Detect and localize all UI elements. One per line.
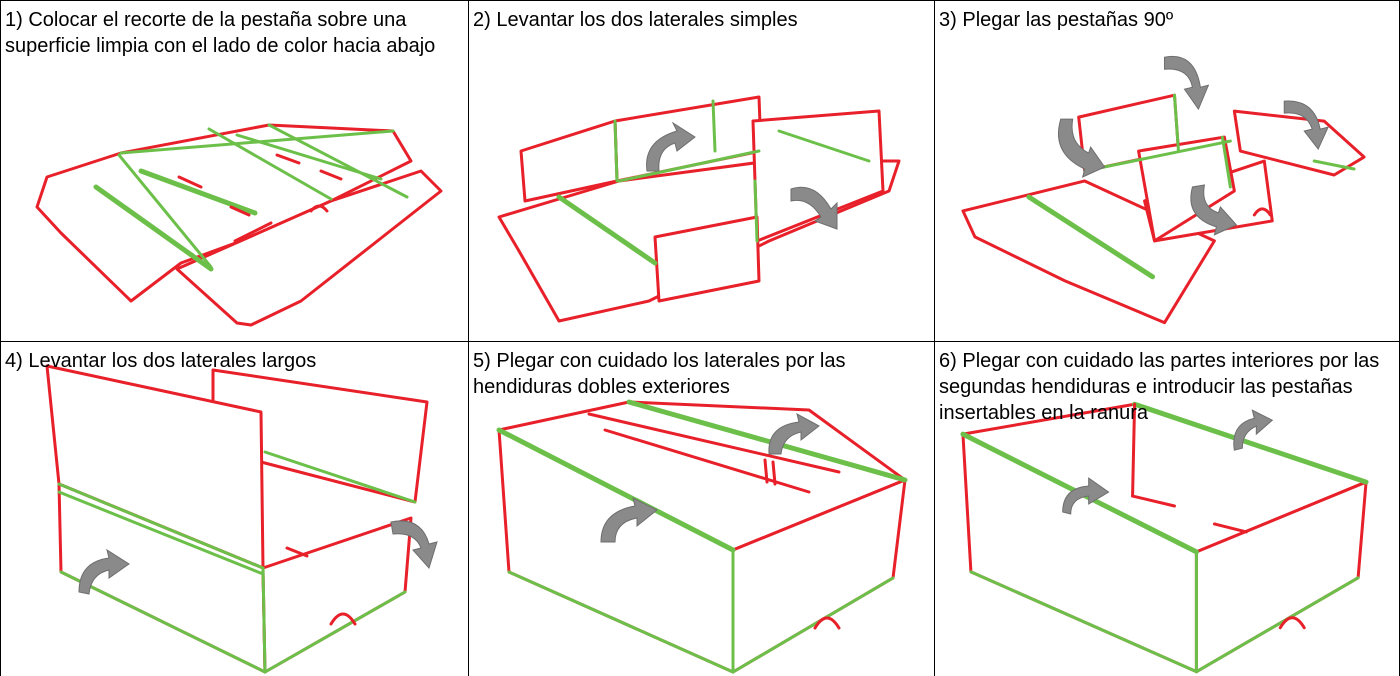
step-5-number: 5) — [473, 350, 491, 372]
step-4-text: Levantar los dos laterales largos — [28, 350, 317, 372]
step-5-arrow-1-icon — [600, 497, 658, 543]
step-6-text: Plegar con cuidado las partes interiores… — [939, 350, 1380, 424]
step-3-arrow-3-icon — [1283, 100, 1330, 151]
step-2-arrow-2-icon — [790, 186, 838, 230]
step-6-arrow-2-icon — [1233, 409, 1274, 451]
grid-border-top — [0, 0, 1400, 1]
step-4-illustration — [45, 364, 438, 674]
grid-border-left — [0, 0, 1, 676]
step-1-panel: 1) Colocar el recorte de la pestaña sobr… — [1, 1, 468, 341]
step-5-arrow-2-icon — [768, 413, 820, 455]
step-6-number: 6) — [939, 350, 957, 372]
step-2-text: Levantar los dos laterales simples — [496, 9, 798, 31]
step-6-arrow-1-icon — [1062, 477, 1110, 515]
step-3-panel: 3) Plegar las pestañas 90º — [935, 1, 1399, 341]
step-5-caption: 5) Plegar con cuidado los laterales por … — [473, 348, 930, 400]
step-3-caption: 3) Plegar las pestañas 90º — [939, 7, 1395, 33]
step-3-number: 3) — [939, 9, 957, 31]
grid-divider-1 — [468, 0, 469, 676]
step-3-illustration — [961, 55, 1366, 325]
step-2-arrow-1-icon — [646, 121, 696, 172]
step-6-illustration — [960, 401, 1369, 674]
step-3-arrow-4-icon — [1190, 184, 1238, 236]
step-4-caption: 4) Levantar los dos laterales largos — [5, 348, 464, 374]
step-2-panel: 2) Levantar los dos laterales simples — [469, 1, 934, 341]
step-5-illustration — [496, 399, 908, 674]
grid-divider-2 — [934, 0, 935, 676]
step-2-caption: 2) Levantar los dos laterales simples — [473, 7, 930, 33]
step-4-arrow-2-icon — [390, 520, 438, 569]
step-2-number: 2) — [473, 9, 491, 31]
step-2-illustration — [497, 95, 901, 323]
step-1-text: Colocar el recorte de la pestaña sobre u… — [5, 9, 436, 57]
step-5-text: Plegar con cuidado los laterales por las… — [473, 350, 846, 398]
step-1-caption: 1) Colocar el recorte de la pestaña sobr… — [5, 7, 464, 59]
step-4-number: 4) — [5, 350, 23, 372]
step-3-arrow-1-icon — [1164, 55, 1210, 111]
step-4-panel: 4) Levantar los dos laterales largos — [1, 342, 468, 676]
step-3-arrow-2-icon — [1057, 118, 1106, 178]
step-1-number: 1) — [5, 9, 23, 31]
step-4-arrow-1-icon — [78, 548, 130, 595]
step-6-caption: 6) Plegar con cuidado las partes interio… — [939, 348, 1395, 426]
grid-border-middle — [0, 341, 1400, 342]
step-1-illustration — [35, 123, 443, 327]
step-6-panel: 6) Plegar con cuidado las partes interio… — [935, 342, 1399, 676]
step-3-text: Plegar las pestañas 90º — [962, 9, 1174, 31]
step-5-panel: 5) Plegar con cuidado los laterales por … — [469, 342, 934, 676]
